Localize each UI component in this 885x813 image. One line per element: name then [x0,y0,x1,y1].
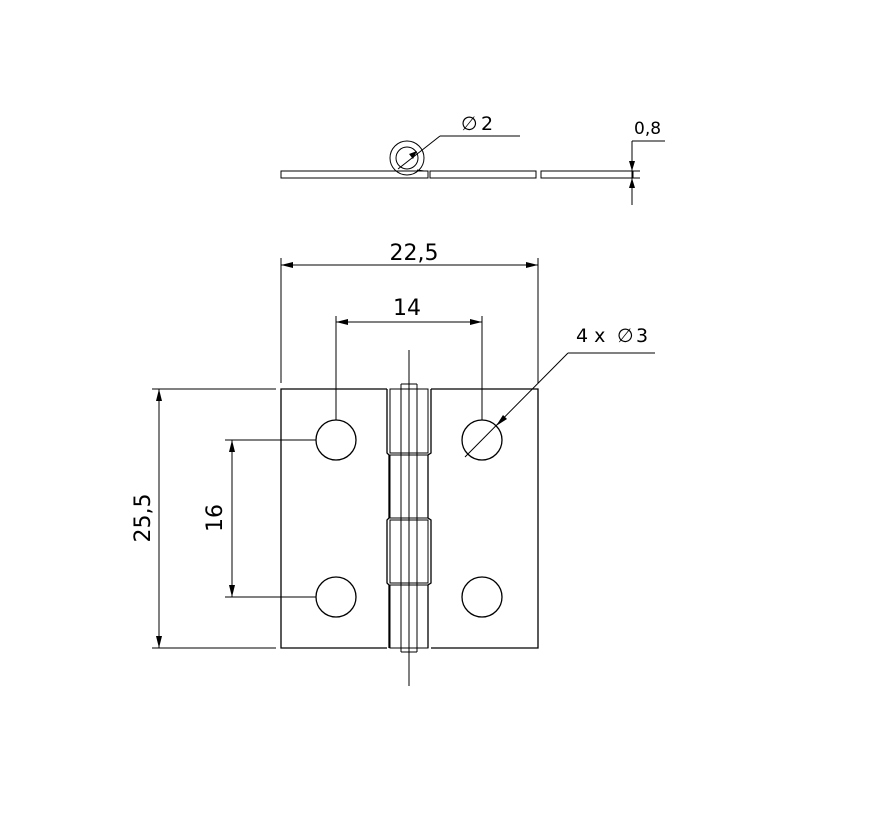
right-leaf-outline [431,388,539,649]
hole-bottom-left [315,576,357,618]
left-leaf-knuckle-edge [386,389,390,648]
hole-spacing-x-dimension: 14 [335,296,483,420]
side-view: ∅ 2 0,8 [280,113,665,205]
side-view-knuckle-outer [389,140,425,176]
side-view-left-leaf [280,170,429,179]
side-view-knuckle-inner [395,146,419,170]
side-view-knuckle-join [416,169,425,172]
hole-spacing-y-dimension: 16 [203,439,316,598]
hole-bottom-right [461,576,503,618]
thickness-arrow-bottom [629,178,635,188]
overall-width-dimension: 22,5 [280,241,539,383]
pin-diameter-arrow [409,151,417,159]
thickness-value: 0,8 [634,119,661,139]
hole-count: 4 x [576,325,605,347]
pin-diameter-value: 2 [481,113,493,135]
left-leaf-outline [280,388,387,649]
overall-height-dimension: 25,5 [131,388,276,649]
hole-diameter-symbol: ∅ [617,325,634,347]
overall-width-value: 22,5 [390,241,439,266]
hole-spacing-y-value: 16 [203,504,228,532]
hole-callout: 4 x ∅ 3 [464,325,655,458]
hole-spacing-x-value: 14 [393,296,421,321]
pin-diameter-leader [397,135,441,170]
pin-diameter-symbol: ∅ [461,113,478,135]
hole-diameter-value: 3 [636,325,648,347]
overall-height-value: 25,5 [131,494,156,543]
thickness-arrow-top [629,161,635,171]
side-view-right-leaf-end [540,170,634,179]
front-view [280,350,539,686]
side-view-right-leaf [429,170,537,179]
hole-top-left [315,419,357,461]
